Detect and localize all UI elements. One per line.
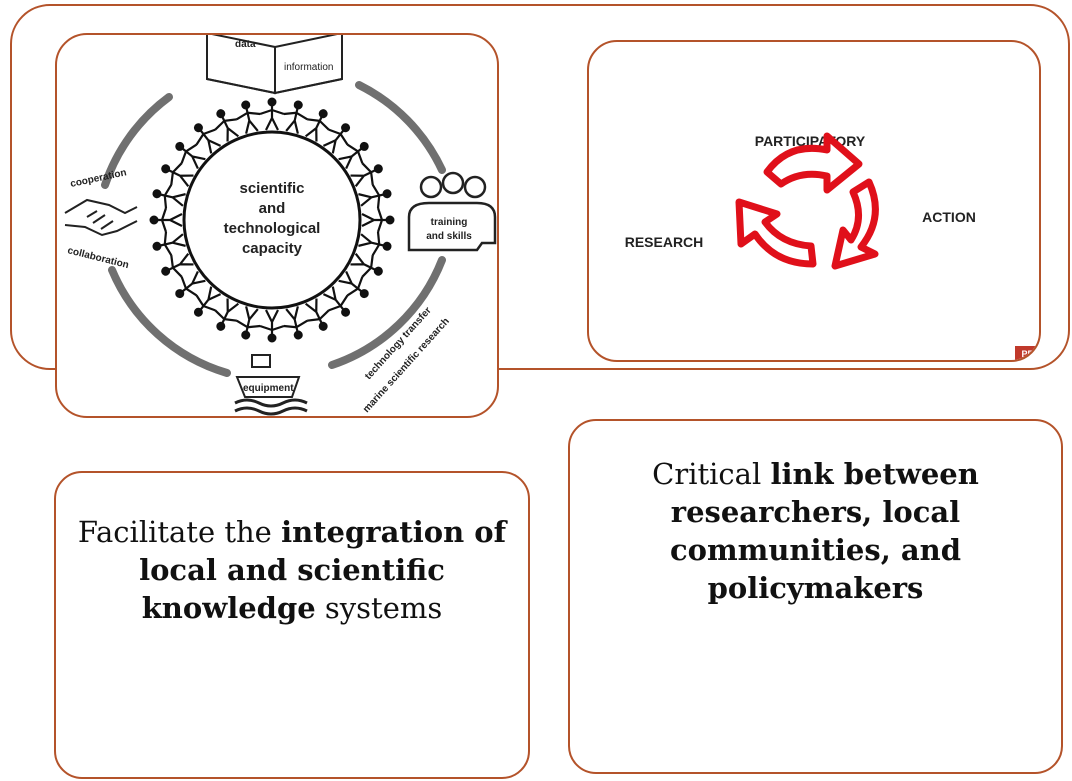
- par-diagram: PARTICIPATORY ACTION RESEARCH PRI: [625, 132, 1039, 360]
- label-training: training: [431, 217, 468, 228]
- person-figure: [350, 252, 383, 278]
- person-figure: [152, 184, 186, 209]
- integration-text-lead: Facilitate the: [77, 515, 282, 549]
- center-text-4: capacity: [242, 240, 303, 257]
- person-figure: [236, 100, 261, 134]
- ship-icon: [234, 354, 308, 416]
- link-text: Critical link between researchers, local…: [570, 455, 1061, 607]
- person-figure: [161, 252, 194, 278]
- center-text-1: scientific: [239, 180, 304, 197]
- text-box-integration: Facilitate the integration of local and …: [54, 471, 530, 779]
- person-figure: [161, 162, 194, 188]
- label-action: ACTION: [922, 209, 976, 225]
- integration-text-tail: systems: [315, 591, 443, 625]
- link-text-bold: link between researchers, local communit…: [669, 457, 979, 605]
- person-figure: [350, 162, 383, 188]
- person-figure: [283, 306, 308, 340]
- person-figure: [361, 207, 395, 233]
- center-text-2: and: [259, 200, 286, 217]
- person-figure: [358, 184, 392, 209]
- person-figure: [304, 109, 330, 142]
- label-cooperation: cooperation: [69, 167, 127, 190]
- person-figure: [322, 123, 351, 154]
- person-figure: [338, 141, 369, 170]
- person-figure: [304, 298, 330, 331]
- capacity-diagram: scientific and technological capacity da…: [64, 35, 497, 416]
- text-box-link: Critical link between researchers, local…: [568, 419, 1063, 774]
- arrow-left-icon: [735, 198, 817, 268]
- person-figure: [283, 100, 308, 134]
- label-data: data: [235, 39, 256, 50]
- person-figure: [259, 97, 285, 131]
- integration-text: Facilitate the integration of local and …: [56, 513, 528, 627]
- center-circle: [182, 130, 362, 310]
- arrow-right-icon: [831, 178, 879, 270]
- person-figure: [338, 270, 369, 299]
- link-text-lead: Critical: [652, 457, 771, 491]
- people-ring: [149, 97, 395, 343]
- person-figure: [193, 123, 222, 154]
- person-figure: [175, 270, 206, 299]
- label-information: information: [284, 62, 333, 73]
- integration-text-bold: integration of local and scientific know…: [139, 515, 507, 625]
- person-figure: [193, 286, 222, 317]
- person-figure: [152, 231, 186, 256]
- par-diagram-panel: PARTICIPATORY ACTION RESEARCH PRI: [587, 40, 1041, 362]
- book-icon: [206, 35, 343, 95]
- person-figure: [236, 306, 261, 340]
- person-figure: [322, 286, 351, 317]
- handshake-icon: [64, 198, 138, 237]
- people-group-icon: [407, 171, 497, 252]
- cycle-arrows: [735, 132, 879, 270]
- person-figure: [214, 298, 240, 331]
- center-text-3: technological: [224, 220, 321, 237]
- label-collaboration: collaboration: [66, 245, 130, 271]
- person-figure: [175, 141, 206, 170]
- outer-ring: [101, 81, 446, 377]
- person-figure: [214, 109, 240, 142]
- label-skills: and skills: [426, 231, 472, 242]
- person-figure: [149, 207, 183, 233]
- arrow-top-icon: [763, 132, 863, 194]
- person-figure: [358, 231, 392, 256]
- capacity-diagram-panel: scientific and technological capacity da…: [55, 33, 499, 418]
- person-figure: [259, 309, 285, 343]
- outer-frame: [10, 4, 1070, 370]
- label-research: RESEARCH: [625, 234, 704, 250]
- label-equipment: equipment: [243, 383, 294, 394]
